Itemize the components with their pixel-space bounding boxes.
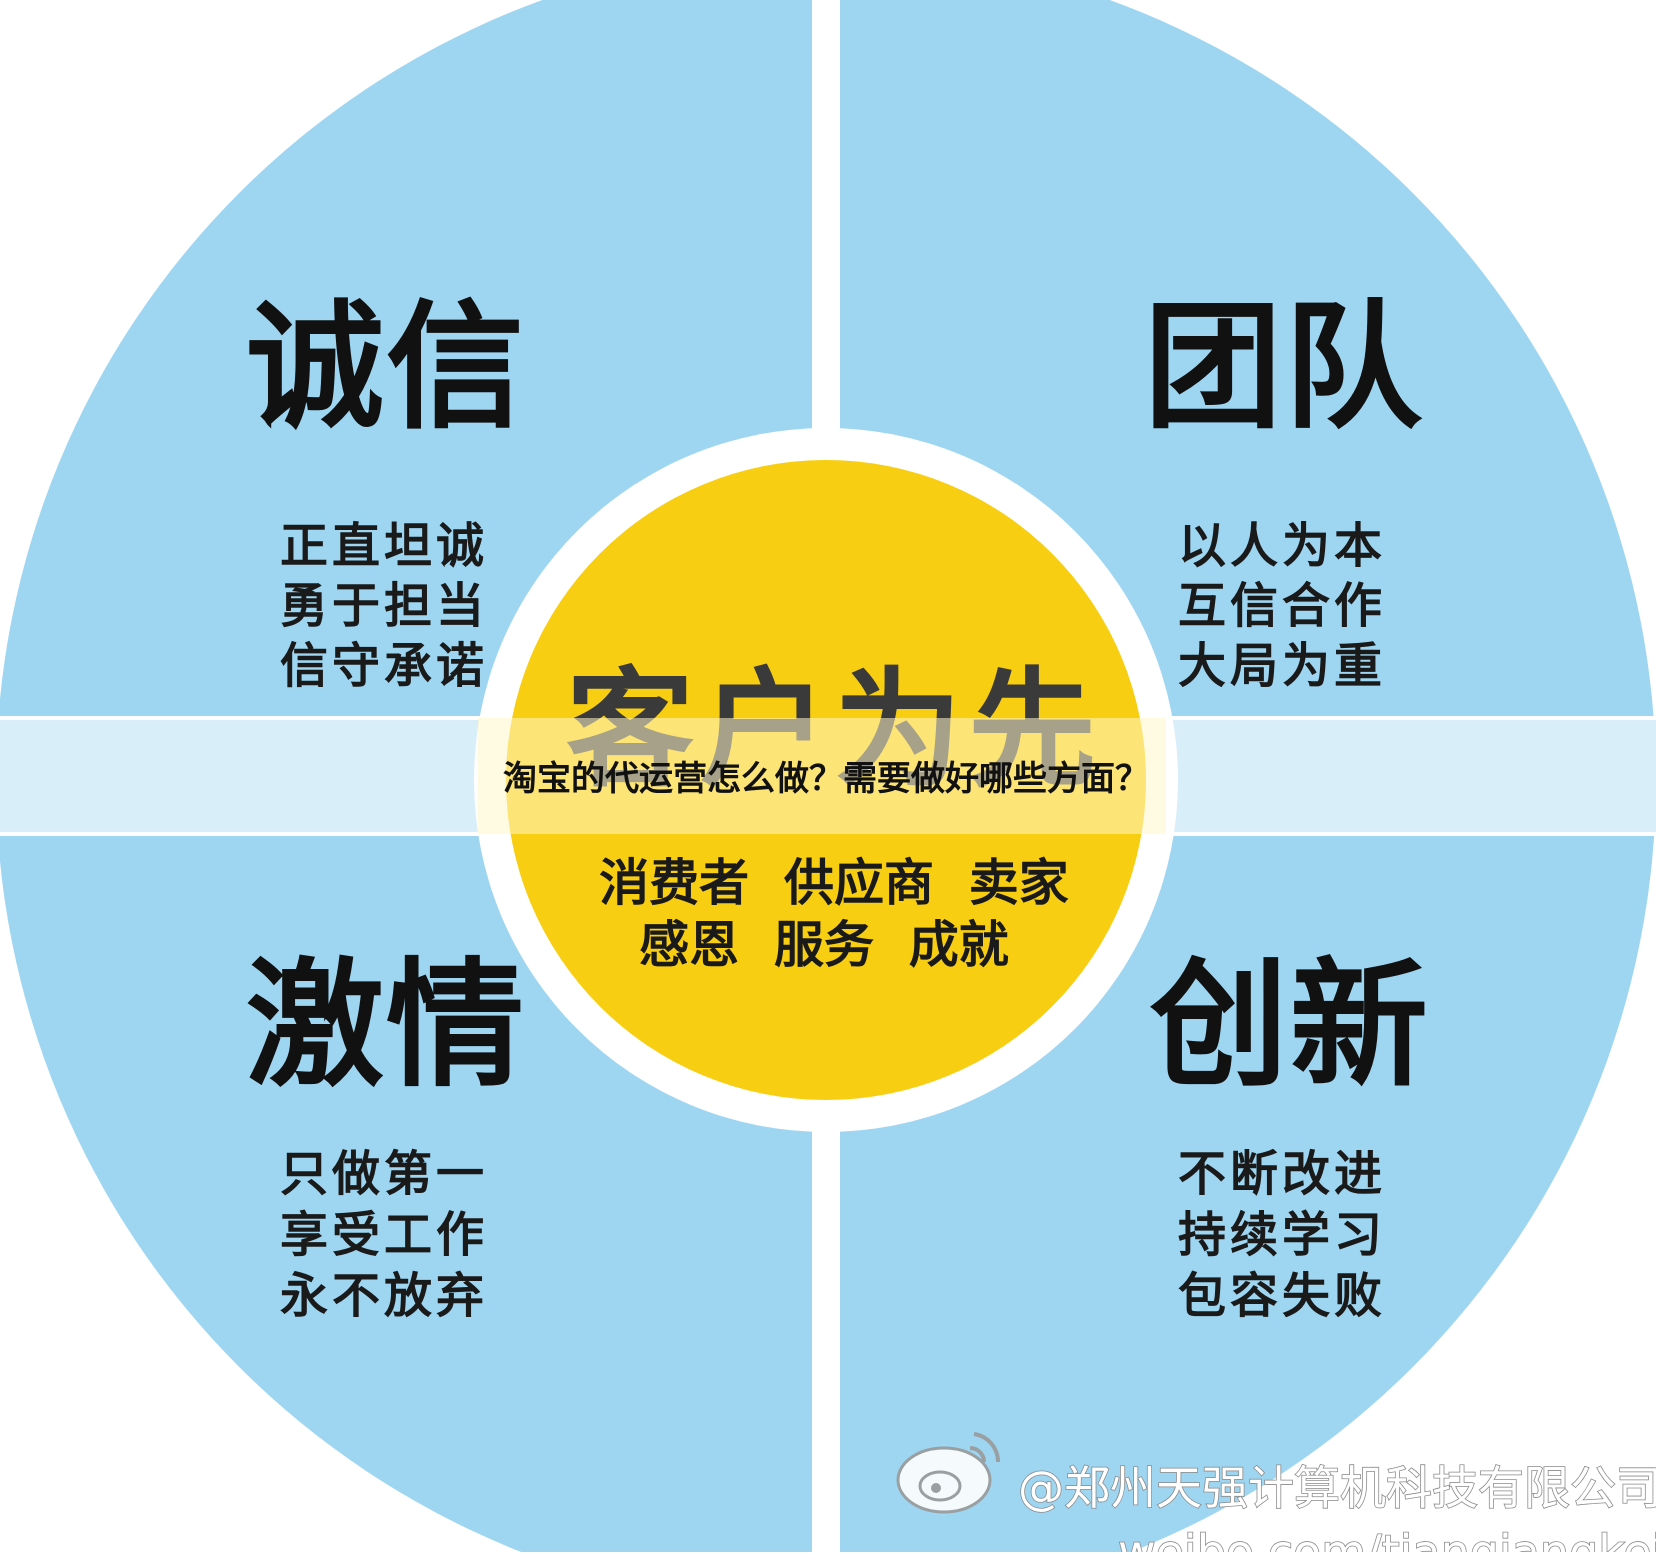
quadrant-line-top-left-2: 勇于担当	[280, 578, 488, 634]
quadrant-line-bottom-left-2: 享受工作	[280, 1207, 488, 1263]
quadrant-line-top-left-1: 正直坦诚	[280, 518, 488, 574]
quadrant-line-bottom-right-2: 持续学习	[1178, 1207, 1386, 1263]
banner-strip	[478, 718, 1166, 834]
quadrant-line-bottom-left-1: 只做第一	[280, 1146, 488, 1202]
center-line-1: 消费者 供应商 卖家	[599, 854, 1069, 912]
quadrant-line-top-left-3: 信守承诺	[280, 638, 488, 694]
quadrant-line-bottom-right-3: 包容失败	[1178, 1268, 1386, 1324]
center-line-2: 感恩 服务 成就	[639, 916, 1009, 974]
quadrant-title-top-right: 团队	[1144, 287, 1424, 448]
quadrant-title-bottom-right: 创新	[1150, 945, 1430, 1106]
watermark-url: weibo.com/tianqiangkeji	[1118, 1525, 1656, 1552]
quadrant-title-top-left: 诚信	[246, 287, 526, 448]
weibo-icon	[896, 1432, 1001, 1514]
quadrant-line-bottom-left-3: 永不放弃	[280, 1268, 488, 1324]
quadrant-title-bottom-left: 激情	[246, 945, 526, 1106]
quadrant-line-top-right-1: 以人为本	[1178, 518, 1386, 574]
quadrant-line-top-right-2: 互信合作	[1178, 578, 1386, 634]
watermark-account: @郑州天强计算机科技有限公司	[1018, 1461, 1656, 1515]
quadrant-line-bottom-right-1: 不断改进	[1178, 1146, 1386, 1202]
quadrant-line-top-right-3: 大局为重	[1178, 638, 1386, 694]
banner-text: 淘宝的代运营怎么做？需要做好哪些方面？	[503, 759, 1149, 799]
